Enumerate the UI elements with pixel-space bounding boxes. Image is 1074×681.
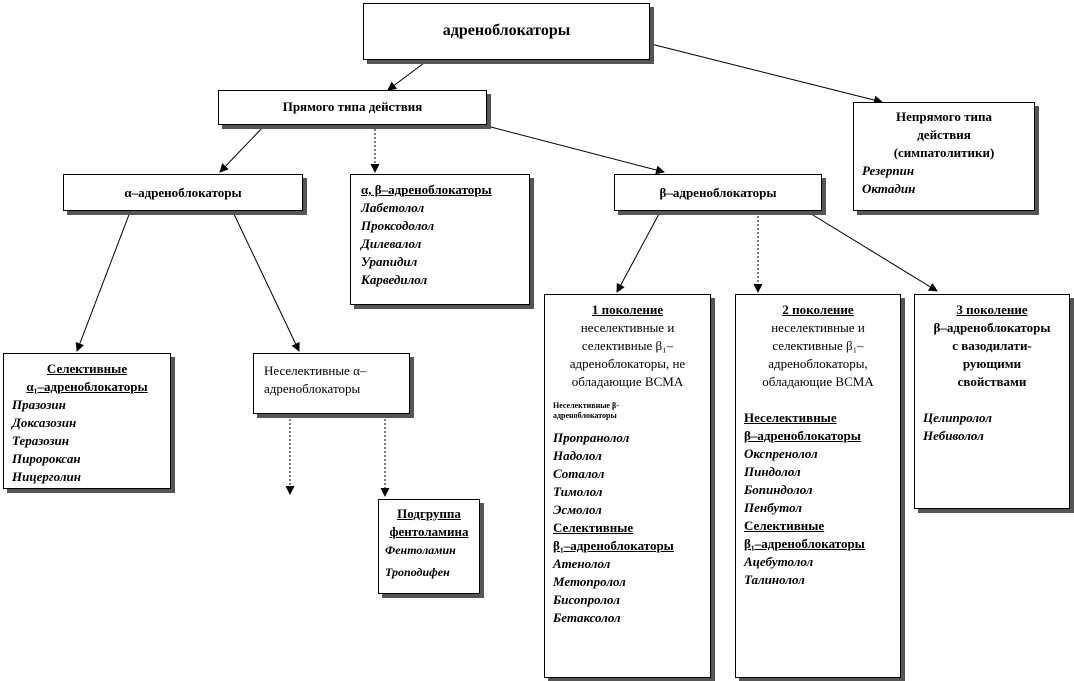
drug-name: Доксазозин: [12, 415, 77, 430]
alpha-beta-title: α, β–адреноблокаторы: [361, 182, 492, 197]
gen3-title-line: свойствами: [957, 374, 1027, 389]
drug-name: Октадин: [862, 181, 916, 196]
alpha-beta-blockers-box: α, β–адреноблокаторы Лабетолол Проксодол…: [350, 174, 530, 305]
drug-name: Эсмолол: [553, 502, 602, 517]
drug-name: Резерпин: [862, 163, 915, 178]
arrow-alpha-to-nonselective: [232, 211, 300, 352]
gen1-title-line: селективные β₁–: [581, 338, 674, 353]
drug-name: Карведилол: [361, 272, 428, 287]
drug-name: Фентоламин: [385, 543, 456, 557]
drug-name: Теразозин: [12, 433, 69, 448]
drug-name: Атенолол: [553, 556, 611, 571]
drug-name: Троподифен: [385, 565, 450, 579]
gen1-small-label: Неселективные β-: [553, 401, 619, 410]
drug-name: Соталол: [553, 466, 605, 481]
gen2-nonselective-title-line: Неселективные: [744, 410, 837, 425]
alpha-blockers-title: α–адреноблокаторы: [124, 185, 242, 200]
arrow-beta-to-gen3: [807, 211, 938, 292]
drug-name: Небиволол: [923, 428, 984, 443]
gen3-title-line: β–адреноблокаторы: [933, 320, 1051, 335]
drug-name: Проксодолол: [361, 218, 435, 233]
nonselective-alpha-title-line: Неселективные α–: [264, 363, 367, 378]
gen1-title-line: адреноблокаторы, не: [569, 356, 686, 371]
drug-name: Талинолол: [744, 572, 805, 587]
drug-name: Дилевалол: [361, 236, 422, 251]
gen1-selective-title-line: Селективные: [553, 520, 634, 535]
gen1-title-line: обладающие ВСМА: [571, 374, 684, 389]
nonselective-alpha-title-line: адреноблокаторы: [264, 381, 361, 396]
gen3-title-line: с вазодилати-: [952, 338, 1032, 353]
gen2-title-line: неселективные и: [771, 320, 865, 335]
gen2-selective-title-line: Селективные: [744, 518, 825, 533]
generation-1-box: 1 поколение неселективные и селективные …: [544, 294, 711, 678]
root-title: адреноблокаторы: [442, 22, 571, 39]
drug-name: Бисопролол: [553, 592, 620, 607]
drug-name: Тимолол: [553, 484, 603, 499]
drug-name: Пенбутол: [744, 500, 802, 515]
generation-2-box: 2 поколение неселективные и селективные …: [735, 294, 901, 678]
selective-alpha1-title-line: Селективные: [46, 361, 128, 376]
drug-name: Ницерголин: [12, 469, 81, 484]
drug-name: Празозин: [12, 397, 66, 412]
gen2-selective-title-line: β₁–адреноблокаторы: [744, 536, 865, 551]
gen2-title-line: обладающие ВСМА: [762, 374, 874, 389]
gen1-selective-title-line: β₁–адреноблокаторы: [553, 538, 674, 553]
drug-name: Урапидил: [361, 254, 418, 269]
root-box: адреноблокаторы: [363, 3, 650, 60]
gen3-title-line: рующими: [962, 356, 1022, 371]
indirect-title-line: (симпатолитики): [893, 145, 995, 160]
gen2-title-line: 2 поколение: [782, 302, 854, 317]
arrow-beta-to-gen1: [616, 211, 661, 293]
drug-name: Метопролол: [553, 574, 626, 589]
gen1-small-label: адреноблокаторы: [553, 411, 617, 420]
selective-alpha1-title-line: α₁–адреноблокаторы: [26, 379, 148, 394]
drug-name: Надолол: [553, 448, 602, 463]
drug-name: Ацебутолол: [744, 554, 814, 569]
phentolamine-title-line: фентоламина: [389, 524, 469, 539]
phentolamine-title-line: Подгруппа: [397, 506, 461, 521]
drug-name: Лабетолол: [361, 200, 425, 215]
direct-action-box: Прямого типа действия: [218, 90, 487, 125]
drug-name: Пиндолол: [744, 464, 801, 479]
alpha-blockers-box: α–адреноблокаторы: [63, 174, 303, 211]
gen3-title-line: 3 поколение: [956, 302, 1028, 317]
beta-blockers-title: β–адреноблокаторы: [659, 185, 777, 200]
indirect-action-box: Непрямого типа действия (симпатолитики) …: [853, 102, 1035, 211]
beta-blockers-box: β–адреноблокаторы: [614, 174, 822, 211]
arrow-root-to-direct: [387, 56, 433, 91]
drug-name: Пропранолол: [553, 430, 630, 445]
gen1-title-line: 1 поколение: [591, 302, 664, 317]
drug-name: Бетаксолол: [553, 610, 621, 625]
arrow-direct-to-beta: [486, 125, 665, 175]
indirect-title-line: действия: [917, 127, 971, 142]
selective-alpha1-box: Селективные α₁–адреноблокаторы Празозин …: [3, 353, 171, 489]
drug-name: Пиророксан: [12, 451, 81, 466]
gen1-title-line: неселективные и: [580, 320, 675, 335]
arrow-alpha-to-selective: [75, 211, 131, 352]
direct-action-title: Прямого типа действия: [282, 99, 423, 114]
arrow-root-to-indirect: [650, 43, 883, 105]
indirect-title-line: Непрямого типа: [895, 109, 992, 124]
arrow-direct-to-alpha: [219, 124, 266, 173]
nonselective-alpha-box: Неселективные α– адреноблокаторы: [253, 353, 410, 414]
gen2-title-line: селективные β₁–: [772, 338, 864, 353]
drug-name: Целипролол: [923, 410, 992, 425]
phentolamine-subgroup-box: Подгруппа фентоламина Фентоламин Троподи…: [378, 499, 480, 594]
drug-name: Окспренолол: [744, 446, 818, 461]
gen2-title-line: адреноблокаторы,: [768, 356, 868, 371]
gen2-nonselective-title-line: β–адреноблокаторы: [744, 428, 861, 443]
drug-name: Бопиндолол: [744, 482, 813, 497]
generation-3-box: 3 поколение β–адреноблокаторы с вазодила…: [914, 294, 1070, 509]
